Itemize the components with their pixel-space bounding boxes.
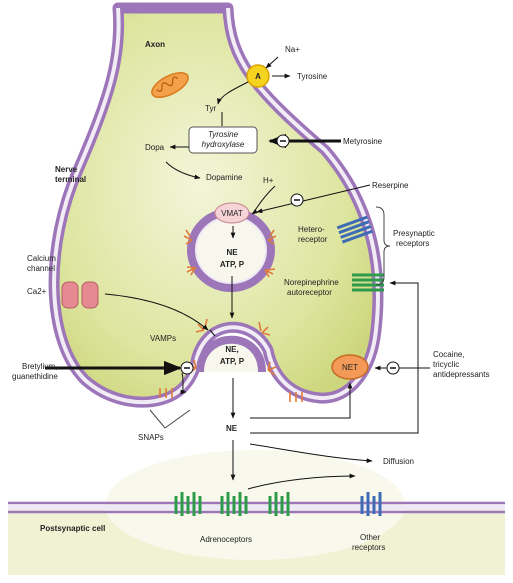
tyrosine-label: Tyrosine	[297, 72, 328, 81]
adrenoceptor-3	[268, 492, 290, 516]
cocaine-label-3: antidepressants	[433, 370, 489, 379]
adrenoceptors-label: Adrenoceptors	[200, 535, 252, 544]
nerve-terminal-label-1: Nerve	[55, 165, 78, 174]
na-label: Na+	[285, 45, 300, 54]
other-receptors-label-1: Other	[360, 533, 380, 542]
tyrosine-hydroxylase-label-1: Tyrosine	[208, 130, 239, 139]
adrenoceptor-2	[220, 492, 248, 516]
snaps-label: SNAPs	[138, 433, 164, 442]
fusing-atp-label: ATP, P	[220, 357, 245, 366]
vamp-proteins-vesicle	[183, 229, 277, 278]
heteroreceptor	[336, 215, 373, 244]
postsynaptic-membrane	[8, 501, 505, 514]
nerve-terminal-label-2: terminal	[55, 175, 86, 184]
cleft-ne-label: NE	[226, 424, 238, 433]
mitochondrion-icon	[151, 71, 189, 99]
bretylium-label-1: Bretylium,	[22, 362, 58, 371]
bretylium-label-2: guanethidine	[12, 372, 58, 381]
presynaptic-receptors-label-2: receptors	[396, 239, 429, 248]
ne-autoreceptor-label-2: autoreceptor	[287, 288, 332, 297]
dopamine-label: Dopamine	[206, 173, 243, 182]
ne-autoreceptor-label-1: Norepinephrine	[284, 278, 339, 287]
ne-autoreceptor	[352, 273, 384, 292]
ca-label: Ca2+	[27, 287, 47, 296]
transporter-a	[246, 64, 270, 88]
presynaptic-bracket	[375, 206, 391, 286]
other-receptors-label-2: receptors	[352, 543, 385, 552]
tyrosine-hydroxylase-label-2: hydroxylase	[202, 140, 245, 149]
diffusion-label: Diffusion	[383, 457, 414, 466]
cocaine-label-1: Cocaine,	[433, 350, 465, 359]
calcium-channel-label-1: Calcium	[27, 254, 56, 263]
cocaine-label-2: tricyclic	[433, 360, 459, 369]
heteroreceptor-label-1: Hetero-	[298, 225, 325, 234]
fusing-vesicle	[196, 335, 266, 373]
inhibition-symbol	[180, 134, 400, 375]
calcium-channel-label-2: channel	[27, 264, 55, 273]
pathway-arrows	[104, 56, 419, 490]
vesicle-atp-label: ATP, P	[220, 260, 245, 269]
reserpine-label: Reserpine	[372, 181, 409, 190]
heteroreceptor-label-2: receptor	[298, 235, 328, 244]
tyrosine-hydroxylase-box	[188, 126, 258, 154]
tyr-label: Tyr	[205, 104, 216, 113]
other-receptor	[360, 492, 382, 516]
net-transporter	[331, 354, 369, 380]
h-plus-label: H+	[263, 176, 274, 185]
presynaptic-receptors-label-1: Presynaptic	[393, 229, 435, 238]
calcium-channel	[61, 281, 99, 309]
net-label: NET	[342, 363, 358, 372]
vmat-transporter	[214, 202, 250, 224]
metyrosine-label: Metyrosine	[343, 137, 383, 146]
fusing-ne-label: NE,	[225, 345, 238, 354]
dopa-label: Dopa	[145, 143, 165, 152]
snaps-bracket	[149, 409, 191, 429]
adrenoceptor-1	[174, 492, 202, 516]
postsynaptic-cell-label: Postsynaptic cell	[40, 524, 105, 533]
vmat-label: VMAT	[221, 209, 243, 218]
transporter-a-label: A	[255, 72, 261, 81]
vamps-label: VAMPs	[150, 334, 176, 343]
axon-label: Axon	[145, 40, 165, 49]
vesicle-ne-label: NE	[226, 248, 238, 257]
